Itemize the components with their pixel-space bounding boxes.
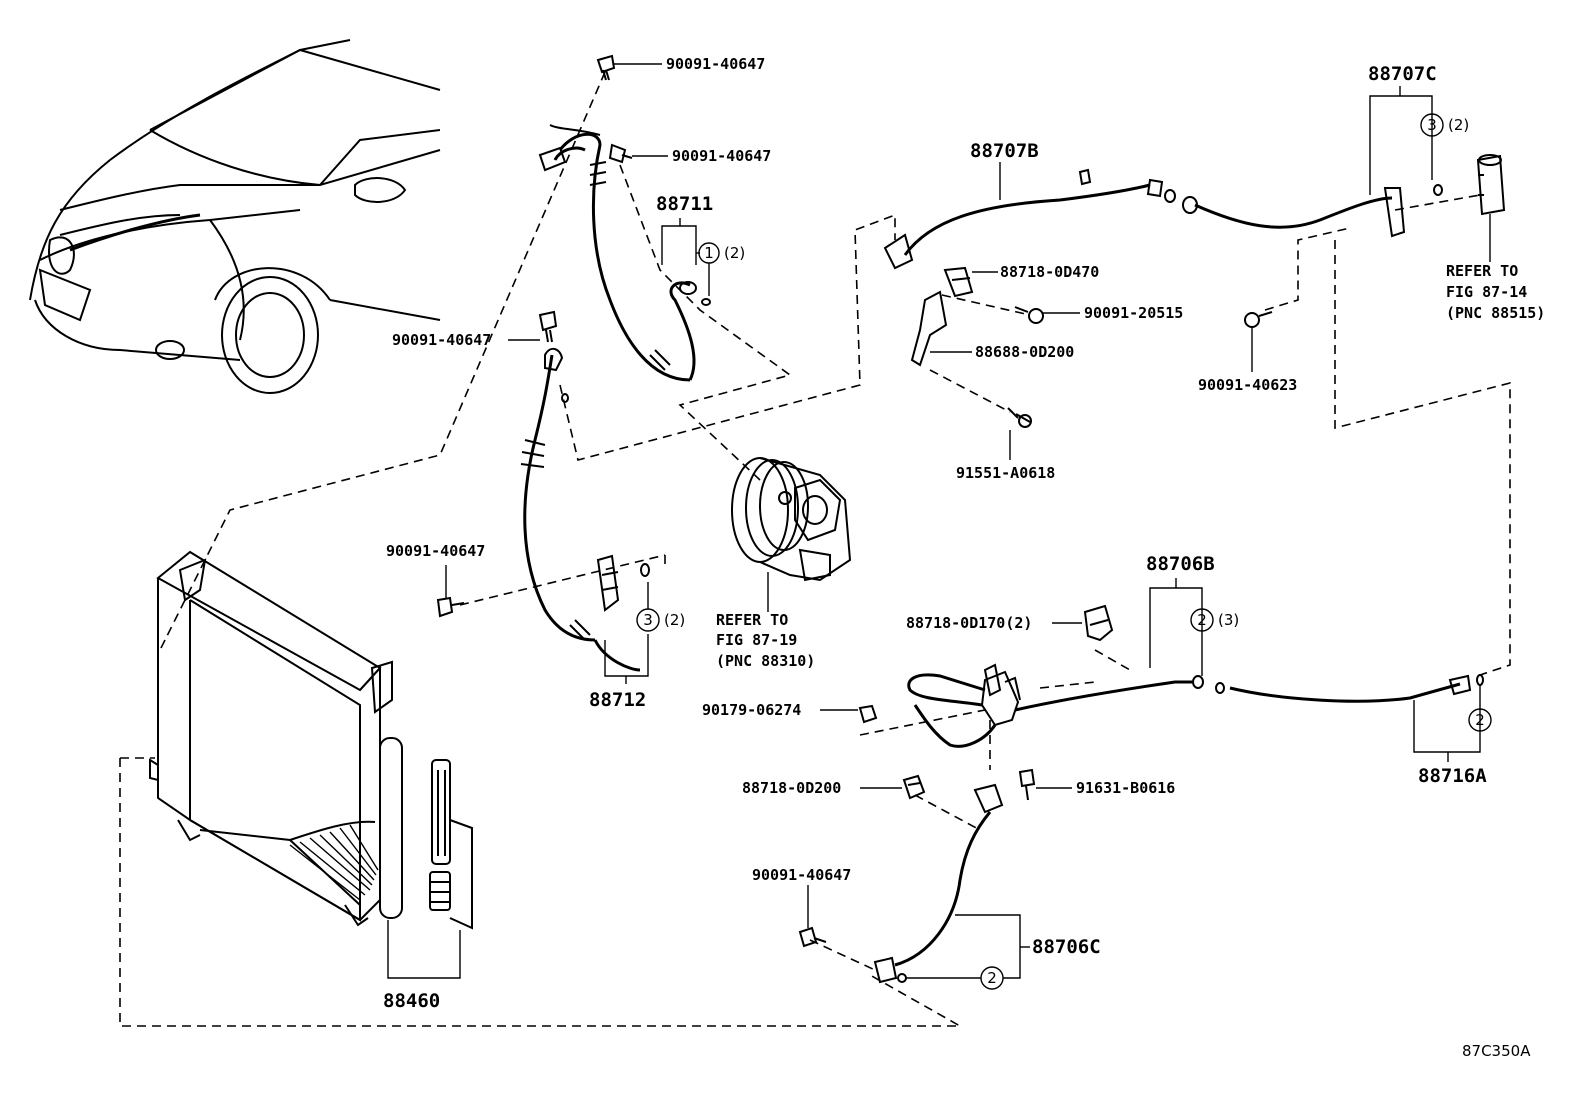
compressor-note-line1: REFER TO	[716, 611, 788, 629]
dashed-connection-lines	[119, 71, 1511, 1027]
bolt-a0618-icon	[1007, 407, 1032, 428]
vehicle-illustration	[29, 39, 441, 394]
tube-88707c-drawing	[1182, 184, 1443, 238]
condenser-fins	[289, 824, 379, 901]
bolt-a0618-label: 91551-A0618	[956, 464, 1055, 482]
compressor-note-line2: FIG 87-19	[716, 631, 797, 649]
receiver-note-line1: REFER TO	[1446, 262, 1518, 280]
condenser-label: 88460	[383, 990, 440, 1012]
bolt-left-mid-label: 90091-40647	[392, 331, 491, 349]
bolt-b0616-icon	[1018, 768, 1036, 801]
tube-88706c-drawing	[873, 783, 1004, 984]
tube-88706b-drawing	[907, 663, 1225, 748]
bolt-88711-icon	[608, 143, 633, 164]
bolt-left-mid-icon	[538, 310, 558, 343]
compressor-note-line3: (PNC 88310)	[716, 652, 815, 670]
oring-ref-num-3b: 3	[1427, 116, 1437, 134]
receiver-block-icon	[1476, 154, 1506, 216]
bolt-bottom-label: 90091-40647	[752, 866, 851, 884]
bracket-88707c	[1369, 95, 1433, 195]
oring-ref-qty-3b: (2)	[1448, 116, 1469, 134]
bolt-40623-label: 90091-40623	[1198, 376, 1297, 394]
oring-ref-qty-1: (2)	[724, 244, 745, 262]
clamp-0d200-label: 88718-0D200	[742, 779, 841, 797]
bolt-b0616-label: 91631-B0616	[1076, 779, 1175, 797]
oring-ref-num-3a: 3	[643, 611, 653, 629]
bolt-left-low-label: 90091-40647	[386, 542, 485, 560]
tube-88707b-label: 88707B	[970, 140, 1039, 162]
bracket-0d200-label: 88688-0D200	[975, 343, 1074, 361]
tube-88716a-label: 88716A	[1418, 765, 1487, 787]
hose-88711-label: 88711	[656, 193, 713, 215]
clamp-0d200-icon	[902, 774, 926, 800]
receiver-note-line2: FIG 87-14	[1446, 283, 1527, 301]
discharge-hose-88711-drawing	[538, 124, 711, 382]
oring-ref-num-2c: 2	[987, 969, 997, 987]
bolt-20515-icon	[1014, 306, 1044, 324]
compressor-drawing	[731, 457, 852, 582]
bolt-top-icon	[596, 54, 616, 81]
bolt-left-low-icon	[436, 596, 465, 618]
tube-88707b-drawing	[883, 168, 1176, 270]
oring-ref-circle-2b	[1468, 708, 1492, 732]
oring-ref-circle-2a	[1190, 608, 1214, 632]
clamp-0d470-label: 88718-0D470	[1000, 263, 1099, 281]
oring-ref-qty-3a: (2)	[664, 611, 685, 629]
bracket-88706b	[1149, 587, 1203, 676]
oring-ref-circle-3b	[1420, 113, 1444, 137]
tube-88706b-label: 88706B	[1146, 553, 1215, 575]
oring-ref-num-1: 1	[704, 244, 714, 262]
tube-88707c-label: 88707C	[1368, 63, 1437, 85]
nut-06274-label: 90179-06274	[702, 701, 801, 719]
oring-ref-qty-2a: (3)	[1218, 611, 1239, 629]
bracket-0d200-icon	[910, 290, 948, 367]
receiver-note-line3: (PNC 88515)	[1446, 304, 1545, 322]
condenser-bracket-line	[387, 920, 461, 979]
bolt-bottom-icon	[798, 926, 827, 948]
bolt-20515-label: 90091-20515	[1084, 304, 1183, 322]
tube-88706c-label: 88706C	[1032, 936, 1101, 958]
oring-ref-num-2b: 2	[1475, 711, 1485, 729]
oring-ref-circle-2c	[980, 966, 1004, 990]
bracket-88711	[661, 225, 697, 265]
bolt-top-label: 90091-40647	[666, 55, 765, 73]
clamp-0d170-icon	[1083, 604, 1114, 642]
oring-ref-num-2a: 2	[1197, 611, 1207, 629]
hose-88712-label: 88712	[589, 689, 646, 711]
bolt-88711-label: 90091-40647	[672, 147, 771, 165]
bolt-40623-icon	[1244, 311, 1273, 328]
suction-hose-88712-drawing	[520, 347, 650, 672]
condenser-88460-drawing	[149, 550, 473, 930]
bracket-88716a	[1413, 686, 1481, 753]
clamp-0d470-icon	[943, 266, 974, 298]
tube-88716a-drawing	[1229, 674, 1484, 703]
illustration-id: 87C350A	[1462, 1042, 1531, 1060]
clamp-0d170-label: 88718-0D170(2)	[906, 614, 1032, 632]
bracket-88712	[604, 634, 649, 677]
nut-06274-icon	[858, 704, 878, 724]
